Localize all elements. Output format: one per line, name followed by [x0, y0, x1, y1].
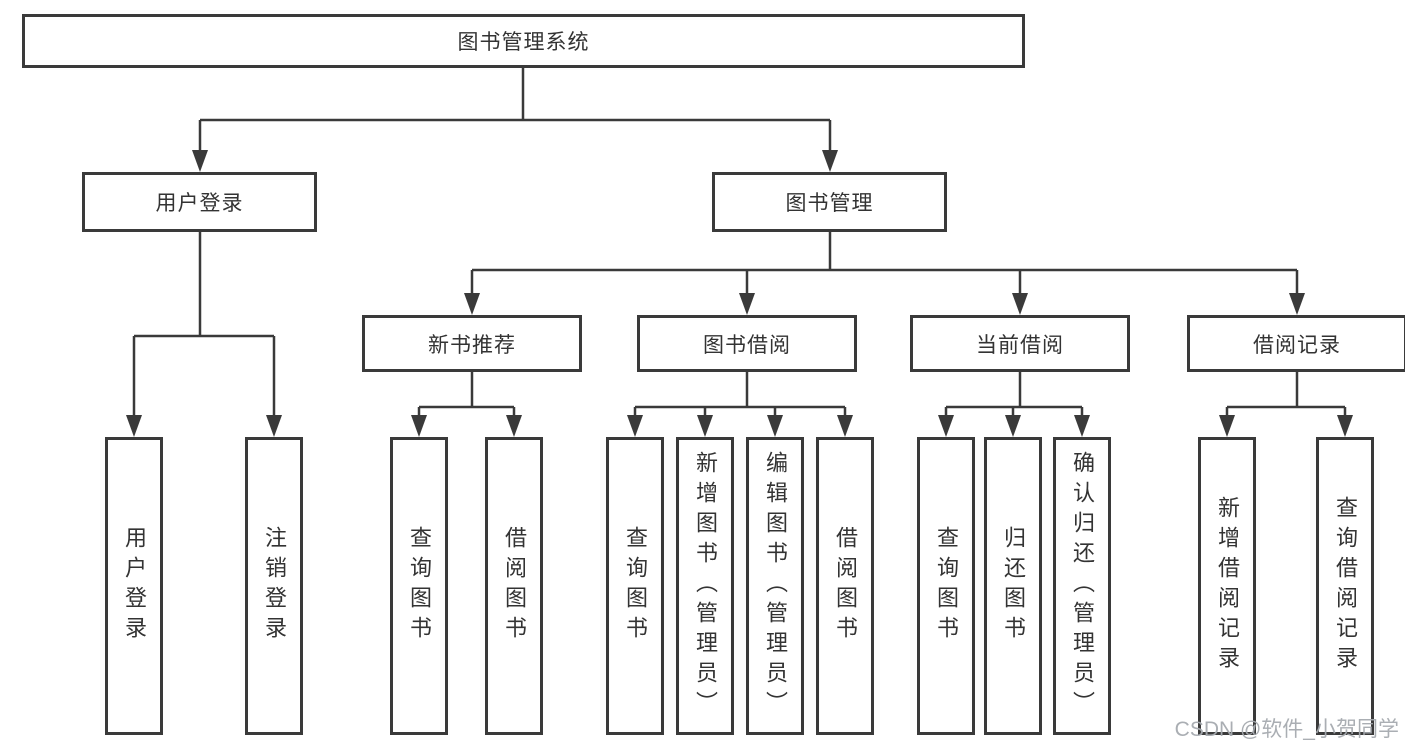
- leaf-borrow-query-books: 查询图书: [606, 437, 664, 735]
- node-current-borrow: 当前借阅: [910, 315, 1130, 372]
- node-label: 图书管理系统: [457, 31, 590, 54]
- leaf-label: 查询图书: [623, 526, 648, 646]
- leaf-records-query-record: 查询借阅记录: [1316, 437, 1374, 735]
- leaf-borrow-borrow-books: 借阅图书: [816, 437, 874, 735]
- leaf-logout: 注销登录: [245, 437, 303, 735]
- leaf-label: 借阅图书: [833, 526, 858, 646]
- node-new-book-recommend: 新书推荐: [362, 315, 582, 372]
- leaf-label: 编辑图书（管理员）: [763, 451, 788, 721]
- node-library-system: 图书管理系统: [22, 14, 1025, 68]
- leaf-newbook-query-books: 查询图书: [390, 437, 448, 735]
- node-book-borrow: 图书借阅: [637, 315, 857, 372]
- leaf-label: 查询图书: [934, 526, 959, 646]
- leaf-label: 查询借阅记录: [1333, 496, 1358, 676]
- leaf-borrow-edit-books-admin: 编辑图书（管理员）: [746, 437, 804, 735]
- leaf-current-confirm-return-admin: 确认归还（管理员）: [1053, 437, 1111, 735]
- arrowheads: [126, 150, 1353, 437]
- leaf-current-query-books: 查询图书: [917, 437, 975, 735]
- node-label: 当前借阅: [976, 333, 1064, 357]
- leaf-label: 新增借阅记录: [1215, 496, 1240, 676]
- leaf-records-add-record: 新增借阅记录: [1198, 437, 1256, 735]
- leaf-label: 用户登录: [122, 526, 147, 646]
- leaf-borrow-add-books-admin: 新增图书（管理员）: [676, 437, 734, 735]
- leaf-label: 新增图书（管理员）: [693, 451, 718, 721]
- leaf-label: 查询图书: [407, 526, 432, 646]
- node-user-login: 用户登录: [82, 172, 317, 232]
- leaf-newbook-borrow-books: 借阅图书: [485, 437, 543, 735]
- node-label: 新书推荐: [428, 333, 516, 357]
- csdn-watermark: CSDN @软件_小贺同学: [1174, 718, 1399, 741]
- leaf-label: 注销登录: [262, 526, 287, 646]
- leaf-user-login: 用户登录: [105, 437, 163, 735]
- node-label: 借阅记录: [1253, 333, 1341, 357]
- leaf-label: 归还图书: [1001, 526, 1026, 646]
- node-label: 图书管理: [785, 192, 874, 215]
- leaf-label: 确认归还（管理员）: [1070, 451, 1095, 721]
- node-label: 图书借阅: [703, 333, 791, 357]
- node-book-management: 图书管理: [712, 172, 947, 232]
- node-label: 用户登录: [155, 192, 244, 215]
- node-borrow-records: 借阅记录: [1187, 315, 1405, 372]
- leaf-current-return-books: 归还图书: [984, 437, 1042, 735]
- leaf-label: 借阅图书: [502, 526, 527, 646]
